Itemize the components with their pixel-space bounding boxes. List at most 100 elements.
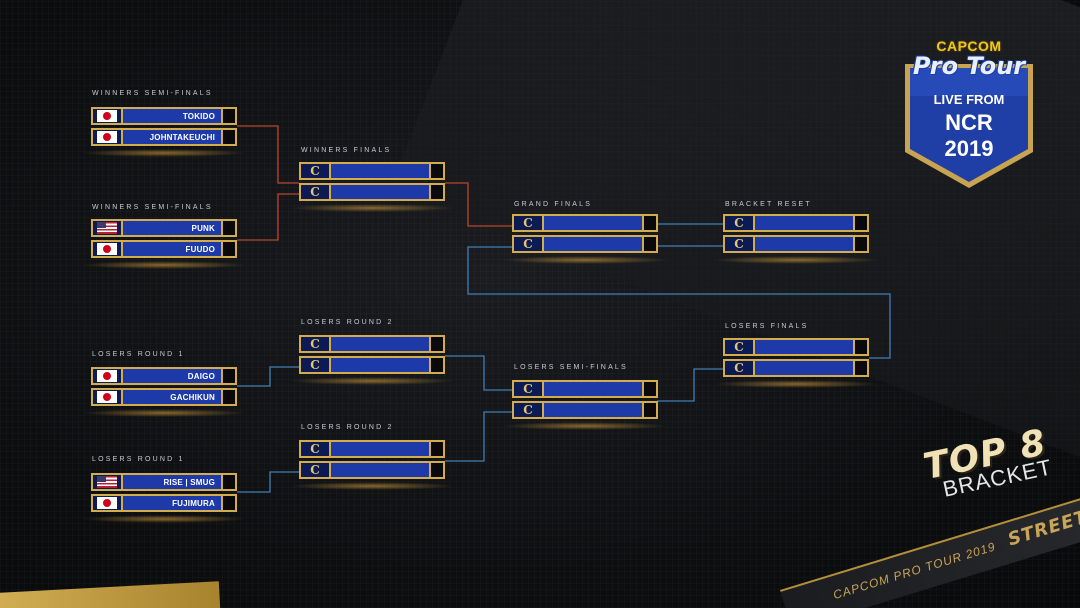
gold-glow	[81, 409, 247, 417]
japan-flag-icon	[93, 130, 123, 144]
player-name: PUNK	[191, 223, 215, 233]
player-slot-empty[interactable]: C	[723, 338, 869, 356]
player-name: RISE | SMUG	[163, 477, 215, 487]
player-name: GACHIKUN	[170, 392, 215, 402]
capcom-c-icon: C	[301, 463, 331, 477]
line-lr1a-to-lr2a	[237, 366, 299, 387]
player-slot-empty[interactable]: C	[512, 235, 658, 253]
score-box	[221, 130, 235, 144]
player-slot-empty[interactable]: C	[723, 235, 869, 253]
player-slot-empty[interactable]: C	[299, 335, 445, 353]
japan-flag-icon	[93, 390, 123, 404]
player-slot-empty[interactable]: C	[299, 162, 445, 180]
capcom-c-icon: C	[301, 442, 331, 456]
player-slot[interactable]: DAIGO	[91, 367, 237, 385]
japan-flag-icon	[93, 496, 123, 510]
line-ws2-to-wf	[237, 193, 299, 241]
gold-glow	[289, 377, 455, 385]
capcom-c-icon: C	[514, 237, 544, 251]
player-slot-empty[interactable]: C	[299, 461, 445, 479]
score-box	[429, 463, 443, 477]
pro-tour-logo-text: Pro Tour	[912, 52, 1026, 80]
score-box	[221, 242, 235, 256]
player-slot[interactable]: FUJIMURA	[91, 494, 237, 512]
live-from-text: LIVE FROM	[933, 92, 1005, 107]
match-losers-round-2b[interactable]: C C	[289, 440, 455, 490]
player-slot-empty[interactable]: C	[299, 356, 445, 374]
line-wf-to-gf	[445, 182, 512, 227]
match-winners-semis-1[interactable]: TOKIDO JOHNTAKEUCHI	[81, 107, 247, 157]
label-losers-round-2b: LOSERS ROUND 2	[301, 424, 394, 431]
score-box	[429, 442, 443, 456]
player-slot[interactable]: JOHNTAKEUCHI	[91, 128, 237, 146]
match-winners-finals[interactable]: C C	[289, 162, 455, 212]
label-losers-semis: LOSERS SEMI-FINALS	[514, 364, 628, 371]
capcom-c-icon: C	[725, 237, 755, 251]
gold-glow	[502, 256, 668, 264]
capcom-c-icon: C	[301, 337, 331, 351]
event-year: 2019	[944, 136, 994, 161]
match-losers-round-1b[interactable]: RISE | SMUG FUJIMURA	[81, 473, 247, 523]
score-box	[642, 237, 656, 251]
match-losers-semis[interactable]: C C	[502, 380, 668, 430]
usa-flag-icon	[93, 221, 123, 235]
line-lf-to-gf	[467, 246, 891, 359]
capcom-c-icon: C	[725, 216, 755, 230]
label-losers-round-1a: LOSERS ROUND 1	[92, 351, 185, 358]
player-slot[interactable]: TOKIDO	[91, 107, 237, 125]
label-losers-finals: LOSERS FINALS	[725, 323, 809, 330]
score-box	[221, 496, 235, 510]
player-name: FUJIMURA	[172, 498, 215, 508]
player-slot[interactable]: RISE | SMUG	[91, 473, 237, 491]
player-slot-empty[interactable]: C	[299, 440, 445, 458]
match-winners-semis-2[interactable]: PUNK FUUDO	[81, 219, 247, 269]
score-box	[853, 216, 867, 230]
gold-glow	[713, 380, 879, 388]
score-box	[221, 475, 235, 489]
match-bracket-reset[interactable]: C C	[713, 214, 879, 264]
player-name: FUUDO	[185, 244, 215, 254]
player-slot-empty[interactable]: C	[512, 401, 658, 419]
japan-flag-icon	[93, 369, 123, 383]
score-box	[221, 369, 235, 383]
label-bracket-reset: BRACKET RESET	[725, 201, 812, 208]
shield-icon	[905, 64, 1033, 188]
player-slot[interactable]: GACHIKUN	[91, 388, 237, 406]
score-box	[429, 358, 443, 372]
line-lsf-to-lf	[657, 368, 723, 402]
score-box	[642, 216, 656, 230]
japan-flag-icon	[93, 242, 123, 256]
gold-glow	[502, 422, 668, 430]
match-losers-finals[interactable]: C C	[713, 338, 879, 388]
match-losers-round-2a[interactable]: C C	[289, 335, 455, 385]
player-slot[interactable]: FUUDO	[91, 240, 237, 258]
label-winners-finals: WINNERS FINALS	[301, 147, 392, 154]
player-name: DAIGO	[187, 371, 215, 381]
gold-glow	[289, 482, 455, 490]
usa-flag-icon	[93, 475, 123, 489]
gold-glow	[713, 256, 879, 264]
match-grand-finals[interactable]: C C	[502, 214, 668, 264]
gold-glow	[81, 149, 247, 157]
match-losers-round-1a[interactable]: DAIGO GACHIKUN	[81, 367, 247, 417]
player-slot-empty[interactable]: C	[723, 359, 869, 377]
score-box	[642, 403, 656, 417]
capcom-c-icon: C	[514, 403, 544, 417]
player-slot-empty[interactable]: C	[723, 214, 869, 232]
player-slot-empty[interactable]: C	[512, 380, 658, 398]
capcom-c-icon: C	[514, 382, 544, 396]
line-lr2b-to-lsf	[445, 411, 512, 462]
label-grand-finals: GRAND FINALS	[514, 201, 593, 208]
capcom-c-icon: C	[725, 361, 755, 375]
capcom-c-icon: C	[301, 164, 331, 178]
score-box	[853, 361, 867, 375]
gold-glow	[289, 204, 455, 212]
score-box	[853, 340, 867, 354]
player-slot-empty[interactable]: C	[299, 183, 445, 201]
player-slot[interactable]: PUNK	[91, 219, 237, 237]
player-slot-empty[interactable]: C	[512, 214, 658, 232]
label-losers-round-1b: LOSERS ROUND 1	[92, 456, 185, 463]
capcom-pro-tour-badge: CAPCOM Pro Tour LIVE FROM NCR 2019	[895, 38, 1043, 198]
line-lr2a-to-lsf	[445, 355, 512, 391]
